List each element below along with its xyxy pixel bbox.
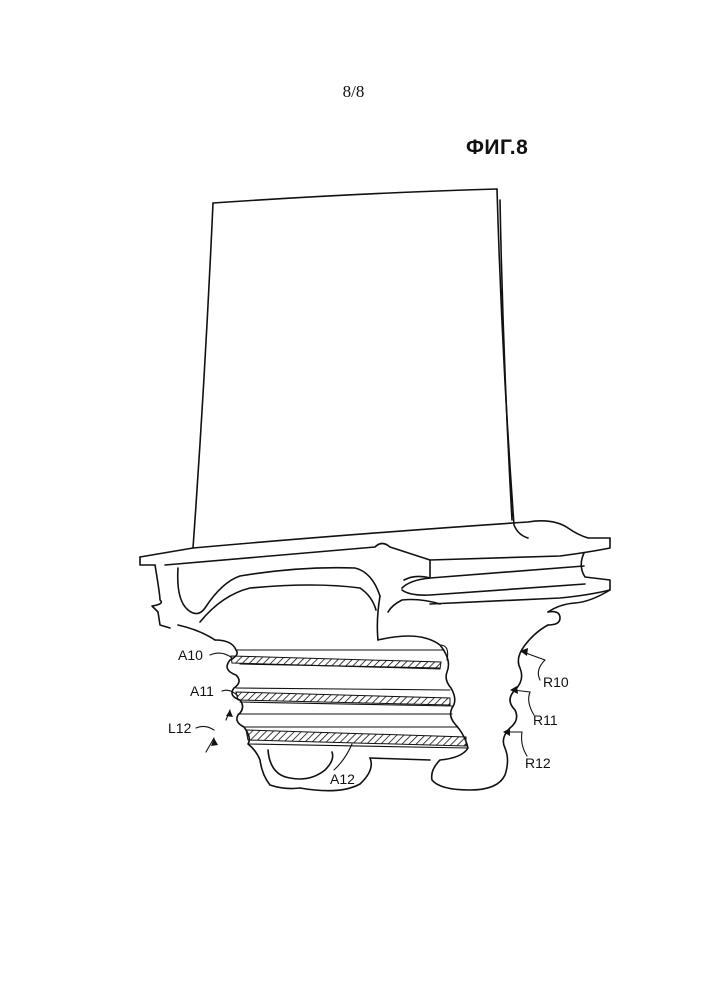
region-a10 <box>231 656 441 669</box>
label-a12: A12 <box>330 771 355 787</box>
label-a10: A10 <box>178 647 203 663</box>
label-r11: R11 <box>533 712 558 728</box>
label-a11: A11 <box>190 683 214 699</box>
coating-regions <box>231 656 466 746</box>
label-l12: L12 <box>168 720 192 736</box>
region-a12 <box>246 730 466 746</box>
label-r10: R10 <box>543 674 569 690</box>
airfoil <box>193 189 528 548</box>
platform <box>140 521 610 640</box>
label-r12: R12 <box>525 755 551 771</box>
